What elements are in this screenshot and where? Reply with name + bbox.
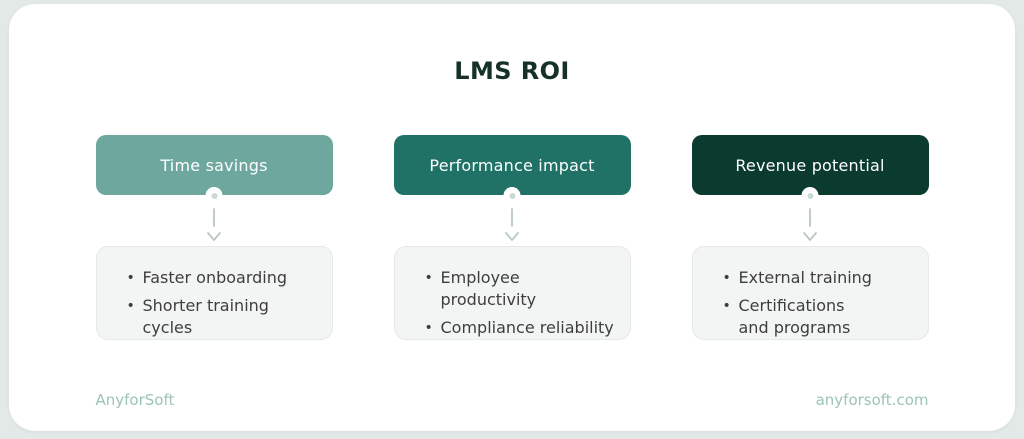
header-revenue-potential: Revenue potential bbox=[691, 135, 929, 204]
bullet-list: Employee productivity Compliance reliabi… bbox=[425, 267, 616, 339]
content-box-time-savings: Faster onboarding Shorter training cycle… bbox=[95, 246, 333, 340]
connector-area bbox=[205, 195, 223, 246]
bullet-list: External training Certifications and pro… bbox=[723, 267, 914, 339]
column-revenue-potential: Revenue potential External training Cert… bbox=[691, 135, 929, 340]
header-performance-impact: Performance impact bbox=[393, 135, 631, 204]
list-item: Employee productivity bbox=[425, 267, 616, 311]
list-item: Certifications and programs bbox=[723, 295, 914, 339]
connector-area bbox=[503, 195, 521, 246]
list-item: Compliance reliability bbox=[425, 317, 616, 339]
connector-area bbox=[801, 195, 819, 246]
list-item: External training bbox=[723, 267, 914, 289]
list-item: Faster onboarding bbox=[127, 267, 318, 289]
page-title: LMS ROI bbox=[454, 57, 570, 85]
column-performance-impact: Performance impact Employee productivity… bbox=[393, 135, 631, 340]
arrow-down-icon bbox=[505, 208, 519, 241]
footer-brand: AnyforSoft bbox=[95, 391, 175, 409]
arrow-down-icon bbox=[207, 208, 221, 241]
footer-url: anyforsoft.com bbox=[815, 391, 929, 409]
list-item: Shorter training cycles bbox=[127, 295, 318, 339]
content-box-performance-impact: Employee productivity Compliance reliabi… bbox=[393, 246, 631, 340]
header-label: Performance impact bbox=[429, 155, 595, 175]
connector-dot-icon bbox=[205, 187, 223, 204]
header-label: Time savings bbox=[160, 155, 268, 175]
footer: AnyforSoft anyforsoft.com bbox=[96, 391, 929, 409]
diagram-card: LMS ROI Time savings bbox=[9, 4, 1015, 431]
header-label: Revenue potential bbox=[735, 155, 885, 175]
connector-dot-icon bbox=[503, 187, 521, 204]
column-time-savings: Time savings Faster onboarding Shorter t… bbox=[95, 135, 333, 340]
header-time-savings: Time savings bbox=[95, 135, 333, 204]
bullet-list: Faster onboarding Shorter training cycle… bbox=[127, 267, 318, 339]
arrow-down-icon bbox=[803, 208, 817, 241]
content-box-revenue-potential: External training Certifications and pro… bbox=[691, 246, 929, 340]
columns-row: Time savings Faster onboarding Shorter t… bbox=[9, 135, 1015, 340]
connector-dot-icon bbox=[801, 187, 819, 204]
